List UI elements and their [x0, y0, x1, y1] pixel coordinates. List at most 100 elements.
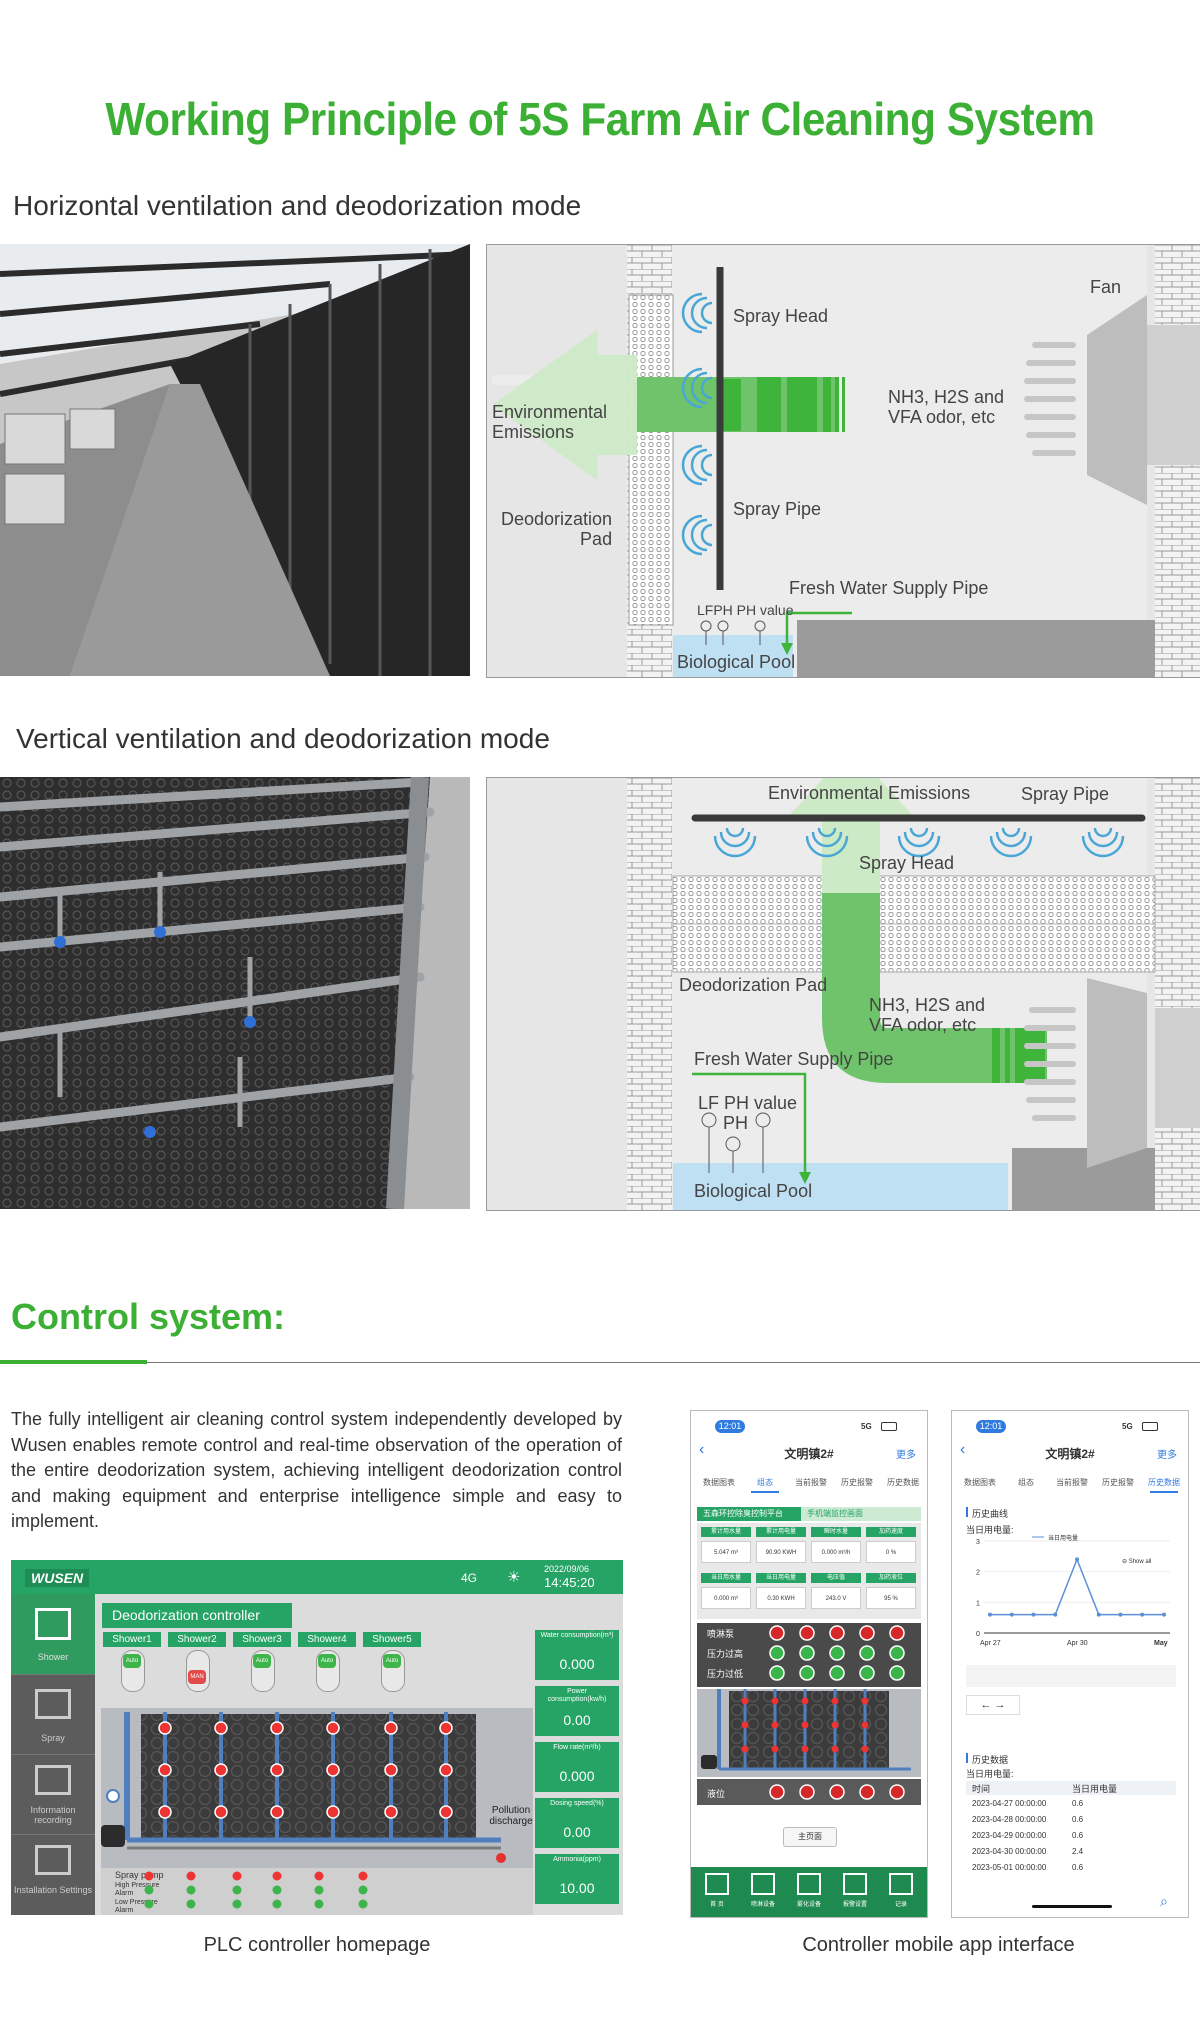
status-signal: 5G	[1122, 1422, 1133, 1431]
home-indicator	[1032, 1905, 1112, 1908]
metric-value: 0.000	[559, 1768, 595, 1784]
plc-signal: 4G	[461, 1571, 478, 1585]
control-light[interactable]	[799, 1665, 815, 1681]
status-light	[186, 1871, 196, 1881]
home-page-button[interactable]: 主页面	[783, 1827, 837, 1847]
status-light	[358, 1885, 368, 1895]
v-lf-ph-label: LF PH value	[698, 1093, 798, 1113]
app-caption: Controller mobile app interface	[802, 1934, 1075, 1956]
data-point	[1162, 1612, 1166, 1617]
app-title: 文明镇2#	[1045, 1447, 1095, 1461]
metric-box	[535, 1854, 619, 1904]
status-light	[144, 1899, 154, 1909]
chart-nav-buttons[interactable]: ← →	[966, 1695, 1020, 1715]
control-light[interactable]	[799, 1625, 815, 1641]
shower-tab[interactable]: Shower1	[103, 1632, 161, 1647]
plc-nav-settings[interactable]: Installation Settings	[11, 1834, 95, 1915]
chart-range-slider[interactable]	[966, 1665, 1176, 1687]
bottom-nav-item[interactable]: 记录	[894, 1902, 907, 1908]
app-tab[interactable]: 数据图表	[703, 1478, 735, 1487]
mode-indicator: Auto	[123, 1654, 141, 1668]
metric-value: 10.00	[559, 1880, 595, 1896]
control-light[interactable]	[859, 1645, 875, 1661]
bottom-nav-item[interactable]: 雾化设备	[796, 1902, 821, 1908]
status-light	[358, 1899, 368, 1909]
record-time: 2023-04-30 00:00:00	[972, 1847, 1047, 1856]
control-light[interactable]	[769, 1625, 785, 1641]
back-icon[interactable]: ‹	[960, 1441, 966, 1458]
status-light	[314, 1871, 324, 1881]
spray-head-indicator	[831, 1697, 839, 1705]
cell-value: 0.30 KWH	[756, 1587, 806, 1609]
app-tab[interactable]: 组态	[757, 1478, 773, 1487]
bottom-nav-item[interactable]: 喷淋设备	[750, 1902, 775, 1908]
app-tab[interactable]: 当前报警	[795, 1478, 827, 1487]
row-label: 压力过低	[707, 1669, 744, 1679]
y-tick-label: 0	[976, 1631, 980, 1638]
shower-tab[interactable]: Shower5	[363, 1632, 421, 1647]
data-point	[1075, 1557, 1079, 1562]
app-tab[interactable]: 历史数据	[1148, 1478, 1180, 1487]
plc-nav-shower[interactable]: Shower	[11, 1594, 95, 1674]
status-light	[232, 1885, 242, 1895]
vertical-mode-title: Vertical ventilation and deodorization m…	[16, 723, 550, 754]
shower-tab[interactable]: Shower2	[168, 1632, 226, 1647]
plc-nav-records[interactable]: Information recording	[11, 1754, 95, 1835]
v-emissions-label: Environmental Emissions	[768, 783, 971, 803]
control-light[interactable]	[829, 1665, 845, 1681]
cell-value: 5.047 m³	[701, 1541, 751, 1563]
bottom-nav-item[interactable]: 报警设置	[842, 1902, 867, 1908]
record-value: 0.6	[1072, 1831, 1084, 1840]
data-point	[988, 1612, 992, 1617]
control-light[interactable]	[829, 1645, 845, 1661]
cell-label: 加药速度	[866, 1527, 916, 1537]
cell-label: 累计用水量	[701, 1527, 751, 1537]
v-spray-pipe-label: Spray Pipe	[1021, 784, 1110, 804]
lf-ph-label: LFPH PH value	[697, 602, 794, 618]
section-marker	[966, 1507, 968, 1517]
spray-head-indicator	[439, 1763, 453, 1777]
x-tick-label: Apr 30	[1067, 1640, 1088, 1647]
shower-tab[interactable]: Shower4	[298, 1632, 356, 1647]
v-pad-label: Deodorization Pad	[679, 975, 828, 995]
app-tab[interactable]: 历史报警	[1102, 1478, 1134, 1487]
metric-label: Dosing speed(%)	[550, 1800, 604, 1807]
level-light	[799, 1784, 815, 1800]
control-light[interactable]	[889, 1645, 905, 1661]
status-light	[232, 1871, 242, 1881]
spray-head-indicator	[270, 1721, 284, 1735]
app-banner: 五森环控除臭控制平台	[697, 1507, 801, 1521]
control-light[interactable]	[889, 1625, 905, 1641]
control-light[interactable]	[859, 1625, 875, 1641]
control-light[interactable]	[889, 1665, 905, 1681]
app-tab[interactable]: 数据图表	[964, 1478, 996, 1487]
more-link[interactable]: 更多	[896, 1450, 916, 1461]
app-tab[interactable]: 历史数据	[887, 1478, 919, 1487]
spray-head-indicator	[771, 1721, 779, 1729]
app-tab[interactable]: 历史报警	[841, 1478, 873, 1487]
app-tab[interactable]: 当前报警	[1056, 1478, 1088, 1487]
status-label: Low Pressure Alarm	[115, 1899, 158, 1914]
status-label: Spray pump	[115, 1870, 164, 1880]
search-icon[interactable]: ⌕	[1160, 1893, 1168, 1909]
pool-label: Biological Pool	[677, 652, 796, 672]
record-time: 2023-04-27 00:00:00	[972, 1799, 1047, 1808]
control-light[interactable]	[859, 1665, 875, 1681]
spray-pipe-label: Spray Pipe	[733, 499, 822, 519]
status-light	[272, 1899, 282, 1909]
shower-tab[interactable]: Shower3	[233, 1632, 291, 1647]
bottom-nav-item[interactable]: 首 页	[710, 1902, 724, 1908]
app-tab[interactable]: 组态	[1018, 1478, 1034, 1487]
data-point	[1140, 1612, 1145, 1617]
back-icon[interactable]: ‹	[699, 1441, 705, 1458]
v-fresh-water-label: Fresh Water Supply Pipe	[694, 1049, 894, 1069]
control-light[interactable]	[799, 1645, 815, 1661]
control-light[interactable]	[769, 1665, 785, 1681]
control-light[interactable]	[829, 1625, 845, 1641]
more-link[interactable]: 更多	[1157, 1450, 1177, 1461]
show-all-button[interactable]: ⊖ Show all	[1122, 1559, 1151, 1565]
plc-nav-spray[interactable]: Spray	[11, 1674, 95, 1755]
control-light[interactable]	[769, 1645, 785, 1661]
metric-label: Ammonia(ppm)	[553, 1856, 601, 1863]
